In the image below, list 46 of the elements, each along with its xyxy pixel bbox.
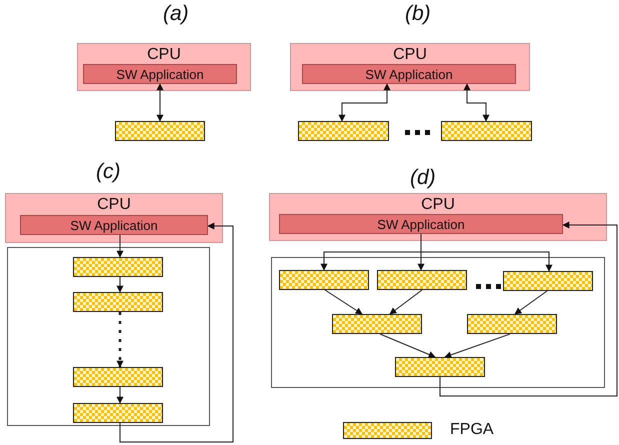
panel-label: (a): [163, 2, 189, 26]
fpga-box: [73, 292, 163, 312]
arrow: [120, 222, 234, 442]
arrow: [380, 334, 436, 358]
application-box: SW Application: [20, 215, 208, 235]
arrow: [514, 290, 548, 314]
arrow: [116, 276, 124, 293]
panel-label: (b): [405, 2, 431, 26]
arrow: [338, 83, 390, 122]
cpu-label: CPU: [146, 46, 182, 64]
cpu-box: [5, 193, 223, 243]
legend-label: FPGA: [450, 421, 494, 439]
fpga-box: [115, 121, 205, 141]
cpu-box: [290, 43, 530, 91]
arrow: [116, 386, 124, 404]
arrow: [324, 290, 363, 314]
fpga-box: [279, 270, 369, 290]
fpga-box: [395, 357, 485, 377]
arrow: [440, 222, 618, 396]
fpga-box: [73, 257, 163, 277]
arrow: [116, 234, 124, 258]
arrow: [116, 312, 124, 368]
fpga-box: [441, 121, 532, 141]
panel-label: (c): [96, 160, 120, 184]
container-box: [271, 257, 605, 388]
cpu-label: CPU: [420, 196, 456, 214]
cpu-box: [77, 43, 251, 91]
arrow: [464, 83, 490, 122]
application-box: SW Application: [279, 214, 563, 234]
application-box: SW Application: [83, 64, 237, 84]
arrow: [156, 83, 164, 122]
fpga-box: [73, 403, 163, 423]
fpga-box: [298, 121, 389, 141]
cpu-label: CPU: [392, 46, 428, 64]
fpga-box: [332, 314, 422, 334]
panel-label: (d): [410, 166, 436, 190]
fpga-box: [467, 314, 557, 334]
fpga-box: [503, 271, 593, 291]
container-box: [7, 247, 210, 426]
arrow: [389, 290, 422, 314]
application-box: SW Application: [302, 64, 516, 84]
arrow: [444, 334, 510, 358]
fpga-box: [377, 270, 467, 290]
cpu-label: CPU: [96, 196, 132, 214]
fpga-box: [73, 367, 163, 387]
cpu-box: [269, 193, 607, 241]
